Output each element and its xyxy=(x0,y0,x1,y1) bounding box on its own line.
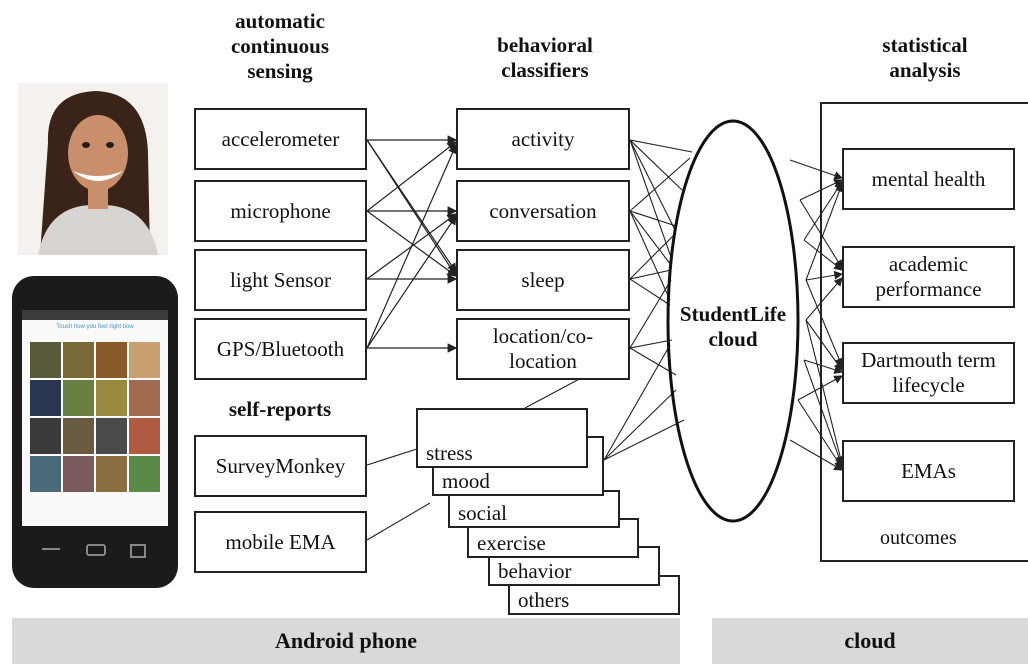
analysis-emas: EMAs xyxy=(842,440,1015,502)
ema-card-behavior-label: behavior xyxy=(498,559,572,583)
mood-thumbnail xyxy=(30,380,61,416)
mood-thumbnail xyxy=(96,342,127,378)
classifier-conversation: conversation xyxy=(456,180,630,242)
heading-sensing-line3: sensing xyxy=(247,59,313,83)
android-phone-image: Touch how you feel right now xyxy=(12,276,178,588)
analysis-term-lifecycle: Dartmouth term lifecycle xyxy=(842,342,1015,404)
ema-card-mood-label: mood xyxy=(442,469,490,493)
analysis-container xyxy=(820,102,1028,562)
footer-cloud: cloud xyxy=(712,618,1028,664)
mood-thumbnail xyxy=(96,456,127,492)
heading-analysis-line1: statistical xyxy=(882,33,968,57)
mood-thumbnail xyxy=(63,380,94,416)
phone-screen: Touch how you feel right now xyxy=(22,310,168,526)
mood-thumbnail xyxy=(30,418,61,454)
outcomes-label: outcomes xyxy=(880,527,957,549)
ema-card-stress: stress xyxy=(416,408,588,468)
heading-analysis: statistical analysis xyxy=(855,33,995,83)
footer-android-phone: Android phone xyxy=(12,618,680,664)
mood-thumbnail xyxy=(129,418,160,454)
recents-icon xyxy=(130,544,146,558)
analysis-mental-health: mental health xyxy=(842,148,1015,210)
heading-classifiers-line2: classifiers xyxy=(501,58,589,82)
sensor-gps-bluetooth: GPS/Bluetooth xyxy=(194,318,367,380)
mood-thumbnail xyxy=(63,342,94,378)
ema-card-exercise-label: exercise xyxy=(477,531,546,555)
mood-thumbnail xyxy=(63,456,94,492)
heading-self-reports: self-reports xyxy=(228,397,332,421)
heading-sensing-line2: continuous xyxy=(230,34,330,58)
cloud-ellipse xyxy=(666,119,800,523)
heading-sensing-line1: automatic xyxy=(235,9,325,33)
heading-analysis-line2: analysis xyxy=(889,58,961,82)
mood-thumbnail xyxy=(129,342,160,378)
back-icon xyxy=(42,548,60,554)
ema-card-others-label: others xyxy=(518,588,570,612)
analysis-academic-performance: academic performance xyxy=(842,246,1015,308)
report-mobile-ema: mobile EMA xyxy=(194,511,367,573)
sensor-accelerometer: accelerometer xyxy=(194,108,367,170)
mood-thumbnail xyxy=(129,456,160,492)
report-surveymonkey: SurveyMonkey xyxy=(194,435,367,497)
mood-thumbnail xyxy=(96,380,127,416)
mood-thumbnail xyxy=(63,418,94,454)
mood-thumbnail xyxy=(96,418,127,454)
person-photo xyxy=(18,83,168,255)
mood-thumbnail xyxy=(30,342,61,378)
home-icon xyxy=(86,544,106,556)
mood-thumbnail xyxy=(129,380,160,416)
classifier-sleep: sleep xyxy=(456,249,630,311)
cloud-label: StudentLife cloud xyxy=(679,302,787,351)
phone-caption: Touch how you feel right now xyxy=(56,324,134,330)
sensor-light: light Sensor xyxy=(194,249,367,311)
ema-card-social-label: social xyxy=(458,501,507,525)
mood-image-grid xyxy=(30,342,160,492)
heading-sensing: automatic continuous sensing xyxy=(210,9,350,84)
mood-thumbnail xyxy=(30,456,61,492)
classifier-activity: activity xyxy=(456,108,630,170)
heading-classifiers: behavioral classifiers xyxy=(465,33,625,83)
status-bar xyxy=(22,310,168,320)
classifier-location: location/co-location xyxy=(456,318,630,380)
sensor-microphone: microphone xyxy=(194,180,367,242)
heading-classifiers-line1: behavioral xyxy=(497,33,593,57)
ema-card-stress-label: stress xyxy=(426,441,473,465)
